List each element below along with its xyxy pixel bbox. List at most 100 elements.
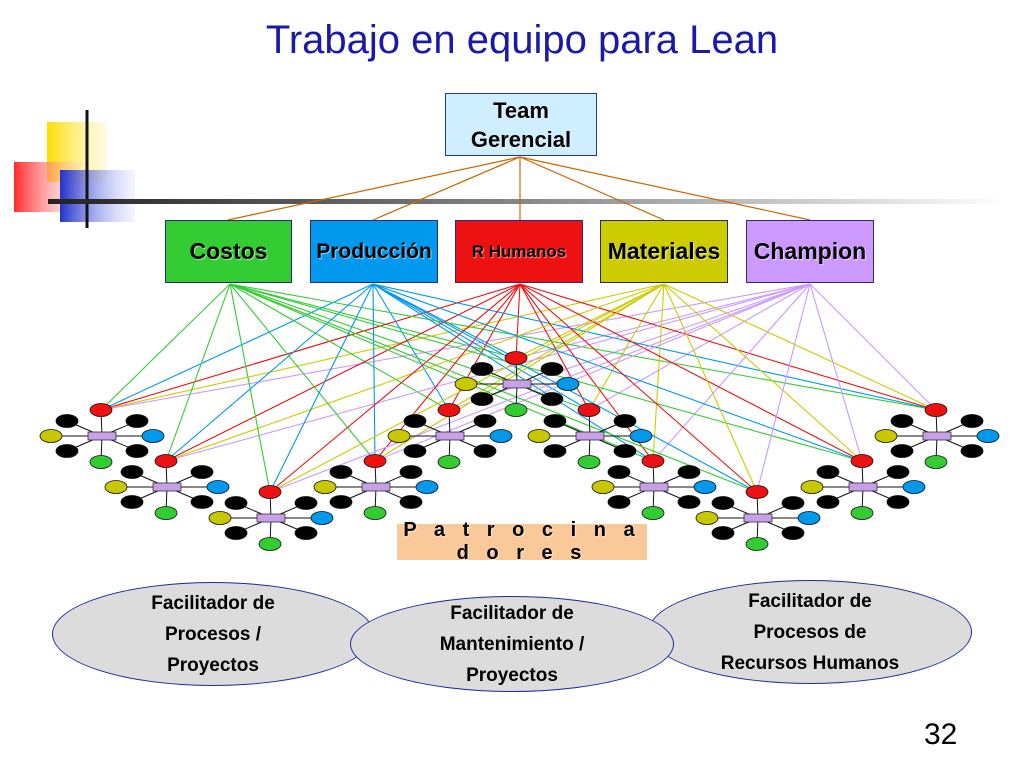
link-champion-to-team-5	[809, 283, 937, 411]
patrocinadores-label: P a t r o c i n a d o r e s	[403, 519, 641, 564]
team-6-node-green	[154, 506, 178, 520]
team-7-node-red	[363, 454, 387, 468]
link-costos-to-team-10	[229, 283, 271, 493]
team-1-node-green	[504, 403, 528, 417]
page-number: 32	[924, 718, 958, 751]
link-materiales-to-team-11	[663, 283, 758, 493]
team-10-hub	[256, 513, 286, 523]
team-5-node-green	[924, 455, 948, 469]
link-champion-to-team-3	[448, 283, 811, 411]
link-r-humanos-to-team-8	[519, 283, 654, 462]
team-8-node-black	[607, 465, 631, 479]
link-materiales-to-team-2	[100, 283, 665, 411]
link-costos-to-team-3	[229, 283, 450, 411]
facilitator-ellipse-mantenimiento: Facilitador de Mantenimiento / Proyectos	[350, 596, 674, 692]
team-8-hub	[639, 482, 669, 492]
team-11-node-red	[745, 485, 769, 499]
link-r-humanos-to-team-9	[519, 283, 863, 462]
team-1-hub	[502, 379, 532, 389]
link-champion-to-team-1	[515, 283, 811, 359]
link-top-to-costos	[227, 156, 521, 221]
team-11-node-yellow	[695, 511, 719, 525]
facilitator-3-line3: Recursos Humanos	[720, 652, 900, 674]
link-costos-to-team-6	[165, 283, 231, 462]
team-2-node-black	[125, 414, 149, 428]
team-2-node-yellow	[39, 429, 63, 443]
team-4-node-red	[577, 403, 601, 417]
dept-label-produccion: Producción	[316, 239, 432, 263]
team-8-node-black	[677, 465, 701, 479]
facilitator-1-line1: Facilitador de	[151, 592, 275, 614]
link-materiales-to-team-9	[663, 283, 863, 462]
link-top-to-materiales	[519, 156, 665, 221]
link-produccion-to-team-2	[100, 283, 374, 411]
team-6-node-black	[120, 465, 144, 479]
team-1-node-blue	[556, 377, 580, 391]
team-5-node-blue	[976, 429, 1000, 443]
team-7-hub	[361, 482, 391, 492]
dept-box-produccion: Producción	[310, 220, 438, 283]
team-6-hub	[152, 482, 182, 492]
team-7-node-yellow	[313, 480, 337, 494]
dept-box-champion: Champion	[746, 220, 874, 283]
facilitator-2-line3: Proyectos	[466, 664, 558, 686]
facilitator-2-line1: Facilitador de	[450, 602, 574, 624]
link-r-humanos-to-team-4	[519, 283, 590, 411]
team-4-node-yellow	[527, 429, 551, 443]
team-gerencial-box: Team Gerencial	[445, 93, 597, 156]
link-costos-to-team-7	[229, 283, 376, 462]
team-3-node-red	[437, 403, 461, 417]
team-6-node-blue	[206, 480, 230, 494]
corner-decoration	[14, 110, 135, 228]
dept-label-materiales: Materiales	[607, 238, 721, 264]
facilitator-2-line2: Mantenimiento /	[439, 633, 585, 655]
team-9-node-red	[850, 454, 874, 468]
horizontal-rule	[48, 199, 1008, 204]
link-materiales-to-team-3	[448, 283, 665, 411]
team-10-node-yellow	[208, 511, 232, 525]
link-top-to-produccion	[372, 156, 521, 221]
team-9-node-black	[816, 495, 840, 509]
link-materiales-to-team-6	[165, 283, 665, 462]
team-1-node-black	[540, 362, 564, 376]
team-5-hub	[922, 431, 952, 441]
team-6-node-black	[120, 495, 144, 509]
link-champion-to-team-10	[269, 283, 811, 493]
dept-box-r-humanos: R Humanos	[455, 220, 583, 283]
team-10-node-black	[224, 496, 248, 510]
team-9-node-black	[886, 495, 910, 509]
team-3-node-black	[403, 444, 427, 458]
team-2-node-black	[55, 414, 79, 428]
link-materiales-to-team-5	[663, 283, 937, 411]
link-materiales-to-team-7	[374, 283, 665, 462]
team-7-node-black	[329, 495, 353, 509]
team-11-node-black	[781, 526, 805, 540]
team-11-node-black	[781, 496, 805, 510]
link-costos-to-team-11	[229, 283, 758, 493]
dept-label-costos: Costos	[189, 238, 268, 264]
team-8-node-black	[607, 495, 631, 509]
link-r-humanos-to-team-1	[515, 283, 521, 359]
team-5-node-black	[960, 414, 984, 428]
facilitator-ellipse-procesos: Facilitador de Procesos / Proyectos	[52, 582, 374, 686]
link-produccion-to-team-7	[372, 283, 376, 462]
team-2-node-green	[89, 455, 113, 469]
link-top-to-champion	[519, 156, 811, 221]
team-8-node-black	[677, 495, 701, 509]
team-8-node-yellow	[591, 480, 615, 494]
link-produccion-to-team-10	[269, 283, 374, 493]
team-7-node-black	[399, 465, 423, 479]
team-5-node-yellow	[874, 429, 898, 443]
team-1-node-black	[470, 362, 494, 376]
team-2-node-black	[55, 444, 79, 458]
team-2-node-red	[89, 403, 113, 417]
team-3-node-blue	[489, 429, 513, 443]
link-r-humanos-to-team-11	[519, 283, 758, 493]
team-4-node-blue	[629, 429, 653, 443]
team-6-node-red	[154, 454, 178, 468]
team-8-node-green	[641, 506, 665, 520]
dept-label-r-humanos: R Humanos	[471, 241, 567, 261]
dept-box-costos: Costos	[165, 220, 292, 283]
link-produccion-to-team-9	[372, 283, 863, 462]
team-4-node-black	[613, 444, 637, 458]
